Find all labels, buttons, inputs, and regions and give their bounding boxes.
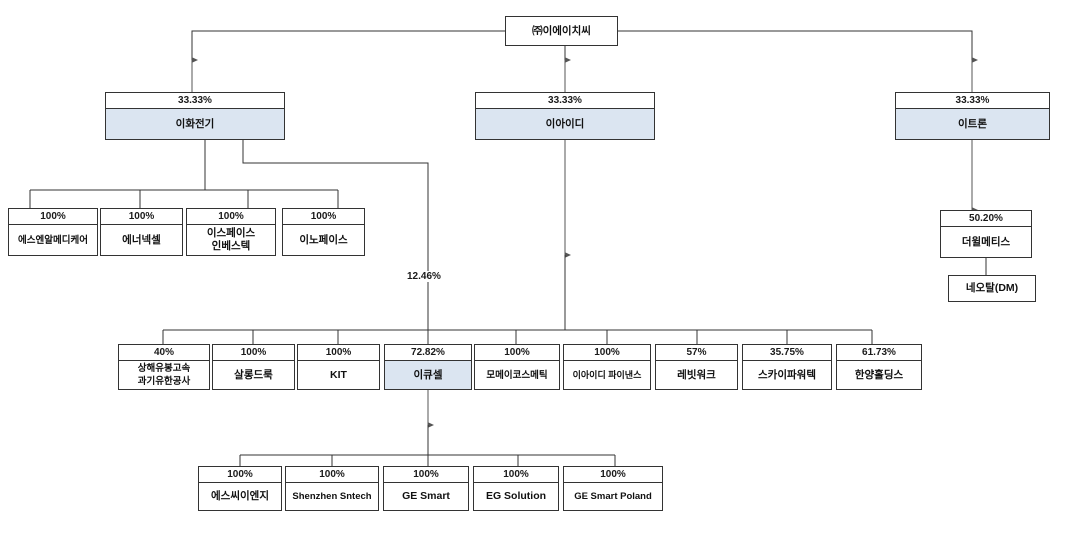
node-hanyang-holdings[interactable]: 61.73% 한양홀딩스 (836, 344, 922, 390)
node-name: 스카이파워텍 (743, 361, 831, 389)
node-name: 상해유봉고속 과기유한공사 (119, 361, 209, 389)
node-salondeluk[interactable]: 100% 살롱드룩 (212, 344, 295, 390)
node-name: 모메이코스메틱 (475, 361, 559, 389)
node-rabbitwork[interactable]: 57% 레빗워크 (655, 344, 738, 390)
node-ehwa-electric[interactable]: 33.33% 이화전기 (105, 92, 285, 140)
node-pct: 100% (213, 345, 294, 361)
node-skypowertech[interactable]: 35.75% 스카이파워텍 (742, 344, 832, 390)
node-name: 살롱드룩 (213, 361, 294, 389)
node-pct: 100% (9, 209, 97, 225)
node-shanghai-yubong[interactable]: 40% 상해유봉고속 과기유한공사 (118, 344, 210, 390)
node-pct: 35.75% (743, 345, 831, 361)
node-name: 레빗워크 (656, 361, 737, 389)
node-pct: 40% (119, 345, 209, 361)
node-name: EG Solution (474, 483, 558, 510)
node-pct: 72.82% (385, 345, 471, 361)
node-name: Shenzhen Sntech (286, 483, 378, 510)
node-eid[interactable]: 33.33% 이아이디 (475, 92, 655, 140)
node-pct: 100% (475, 345, 559, 361)
node-pct: 100% (564, 345, 650, 361)
node-root-name: ㈜이에이치씨 (506, 17, 617, 45)
node-name: 이아이디 (476, 109, 654, 139)
node-pct: 100% (283, 209, 364, 225)
node-name: 이아이디 파이낸스 (564, 361, 650, 389)
node-root[interactable]: ㈜이에이치씨 (505, 16, 618, 46)
node-momay-cosmetic[interactable]: 100% 모메이코스메틱 (474, 344, 560, 390)
edge-label-ehwa-to-eqcell: 12.46% (405, 271, 443, 282)
node-shenzhen-sntech[interactable]: 100% Shenzhen Sntech (285, 466, 379, 511)
node-espace-investech[interactable]: 100% 이스페이스 인베스텍 (186, 208, 276, 256)
node-name: 이스페이스 인베스텍 (187, 225, 275, 255)
node-pct: 50.20% (941, 211, 1031, 227)
node-pct: 100% (564, 467, 662, 483)
node-name: 이화전기 (106, 109, 284, 139)
node-name: 에스씨이엔지 (199, 483, 281, 510)
node-ge-smart-poland[interactable]: 100% GE Smart Poland (563, 466, 663, 511)
node-name: 네오탈(DM) (949, 276, 1035, 301)
node-pct: 100% (199, 467, 281, 483)
node-name: GE Smart Poland (564, 483, 662, 510)
node-name: 에스엔알메디케어 (9, 225, 97, 255)
node-neotal-dm[interactable]: 네오탈(DM) (948, 275, 1036, 302)
node-pct: 100% (101, 209, 182, 225)
node-pct: 100% (474, 467, 558, 483)
node-enernexcel[interactable]: 100% 에너넥셀 (100, 208, 183, 256)
node-inoface[interactable]: 100% 이노페이스 (282, 208, 365, 256)
node-etron[interactable]: 33.33% 이트론 (895, 92, 1050, 140)
node-name: 이트론 (896, 109, 1049, 139)
node-kit[interactable]: 100% KIT (297, 344, 380, 390)
node-pct: 33.33% (106, 93, 284, 109)
node-name: 더윌메티스 (941, 227, 1031, 257)
node-snr-medicare[interactable]: 100% 에스엔알메디케어 (8, 208, 98, 256)
node-ge-smart[interactable]: 100% GE Smart (383, 466, 469, 511)
node-pct: 100% (384, 467, 468, 483)
node-pct: 33.33% (476, 93, 654, 109)
node-name: 이큐셀 (385, 361, 471, 389)
node-name: KIT (298, 361, 379, 389)
node-pct: 57% (656, 345, 737, 361)
node-name: 한양홀딩스 (837, 361, 921, 389)
node-eg-solution[interactable]: 100% EG Solution (473, 466, 559, 511)
node-eqcell[interactable]: 72.82% 이큐셀 (384, 344, 472, 390)
node-eid-finance[interactable]: 100% 이아이디 파이낸스 (563, 344, 651, 390)
node-sc-eng[interactable]: 100% 에스씨이엔지 (198, 466, 282, 511)
node-pct: 100% (187, 209, 275, 225)
node-pct: 61.73% (837, 345, 921, 361)
node-pct: 33.33% (896, 93, 1049, 109)
node-the-will-metis[interactable]: 50.20% 더윌메티스 (940, 210, 1032, 258)
node-name: 에너넥셀 (101, 225, 182, 255)
node-name: GE Smart (384, 483, 468, 510)
node-pct: 100% (298, 345, 379, 361)
node-pct: 100% (286, 467, 378, 483)
node-name: 이노페이스 (283, 225, 364, 255)
